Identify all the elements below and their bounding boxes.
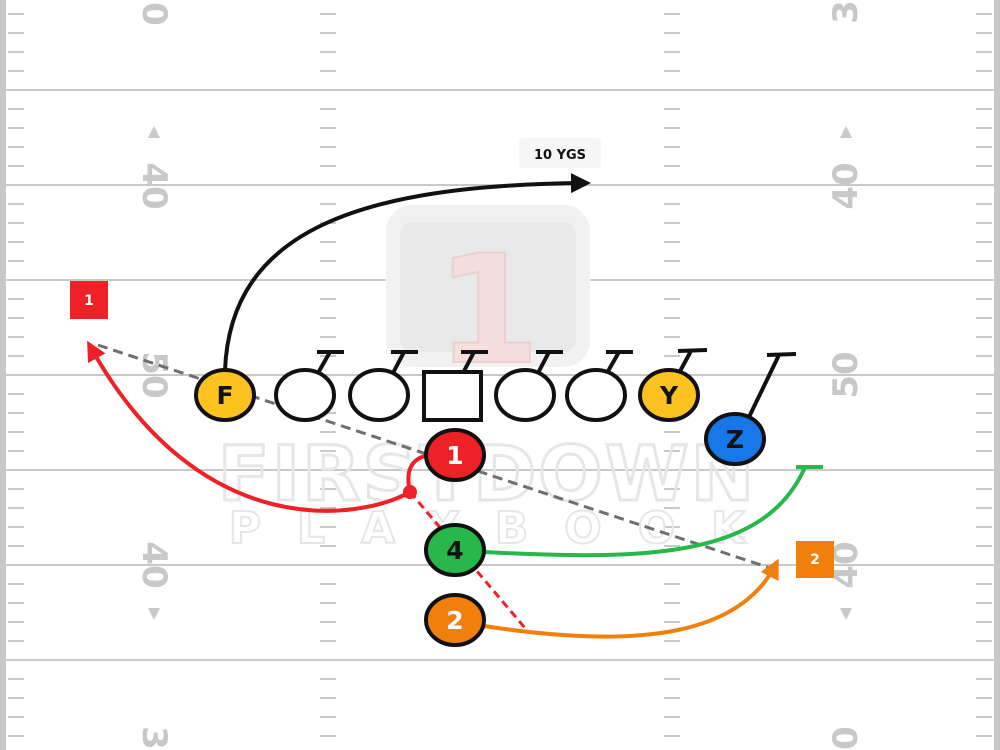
hash-marks: [8, 13, 992, 737]
direction-arrow-icon: [148, 126, 160, 138]
yard-number: 3: [826, 0, 866, 24]
player-f: F: [194, 368, 256, 422]
route-annotation: 10 YGS: [519, 138, 601, 168]
player-1-label: 1: [446, 441, 463, 470]
read-tag-2-label: 2: [810, 552, 820, 568]
block-mark: [536, 350, 563, 374]
read-tag-2-box: [796, 541, 834, 578]
direction-arrow-icon: [840, 608, 852, 620]
player-2: 2: [424, 593, 486, 647]
yard-number: 3: [134, 726, 174, 750]
watermark-trademark: ™: [736, 534, 747, 547]
block-mark: [316, 350, 344, 374]
player-4-marker: [424, 523, 486, 577]
player-1-marker: [424, 428, 486, 482]
lineman-left-guard: [348, 368, 410, 422]
direction-arrow-icon: [840, 126, 852, 138]
route-label: 10 YGS: [534, 148, 586, 163]
block-marks: [316, 348, 797, 418]
player-y-label: Y: [659, 381, 679, 410]
player-f-label: F: [216, 381, 233, 410]
yard-number: 50: [826, 351, 866, 398]
pitch-line: [408, 491, 527, 629]
player-z: Z: [704, 412, 766, 466]
player-2-marker: [424, 593, 486, 647]
read-tag-1-box: [70, 281, 108, 319]
player-z-marker: [704, 412, 766, 466]
block-mark: [605, 350, 633, 374]
player-4-label: 4: [446, 536, 463, 565]
orange-route: [483, 558, 779, 639]
lineman-left-tackle: [274, 368, 336, 422]
player-y: Y: [638, 368, 700, 422]
watermark-logo-inner: [400, 222, 576, 352]
player-y-marker: [638, 368, 700, 422]
read-tag-2: 2: [796, 541, 834, 578]
player-4: 4: [424, 523, 486, 577]
qb-route: [87, 340, 431, 513]
lineman-right-tackle: [565, 368, 627, 422]
left-sideline: [0, 0, 6, 750]
offensive-line: [274, 368, 627, 422]
yard-numbers-left: 0 40 50 40 3: [134, 2, 174, 750]
block-mark: [461, 350, 488, 374]
block-mark: [747, 352, 797, 418]
yard-number: 40: [134, 162, 174, 209]
direction-arrow-icon: [148, 608, 160, 620]
lineman-center: [422, 370, 483, 422]
yard-number: 40: [826, 162, 866, 209]
block-mark: [391, 350, 418, 374]
route-label-box: [519, 138, 601, 168]
yard-number: 40: [134, 541, 174, 588]
right-sideline: [994, 0, 1000, 750]
lineman-right-guard: [494, 368, 556, 422]
yard-number: 50: [134, 351, 174, 398]
player-1: 1: [424, 428, 486, 482]
player-f-marker: [194, 368, 256, 422]
block-mark: [677, 348, 708, 374]
green-route: [483, 466, 807, 558]
yard-number: 0: [826, 726, 866, 750]
yard-numbers-right: 3 40 50 40 0: [826, 0, 866, 750]
player-2-label: 2: [446, 606, 463, 635]
f-route: [223, 173, 591, 372]
player-z-label: Z: [726, 425, 744, 454]
read-tag-1: 1: [70, 281, 108, 319]
yard-number: 0: [134, 2, 174, 26]
read-tag-1-label: 1: [84, 293, 94, 309]
